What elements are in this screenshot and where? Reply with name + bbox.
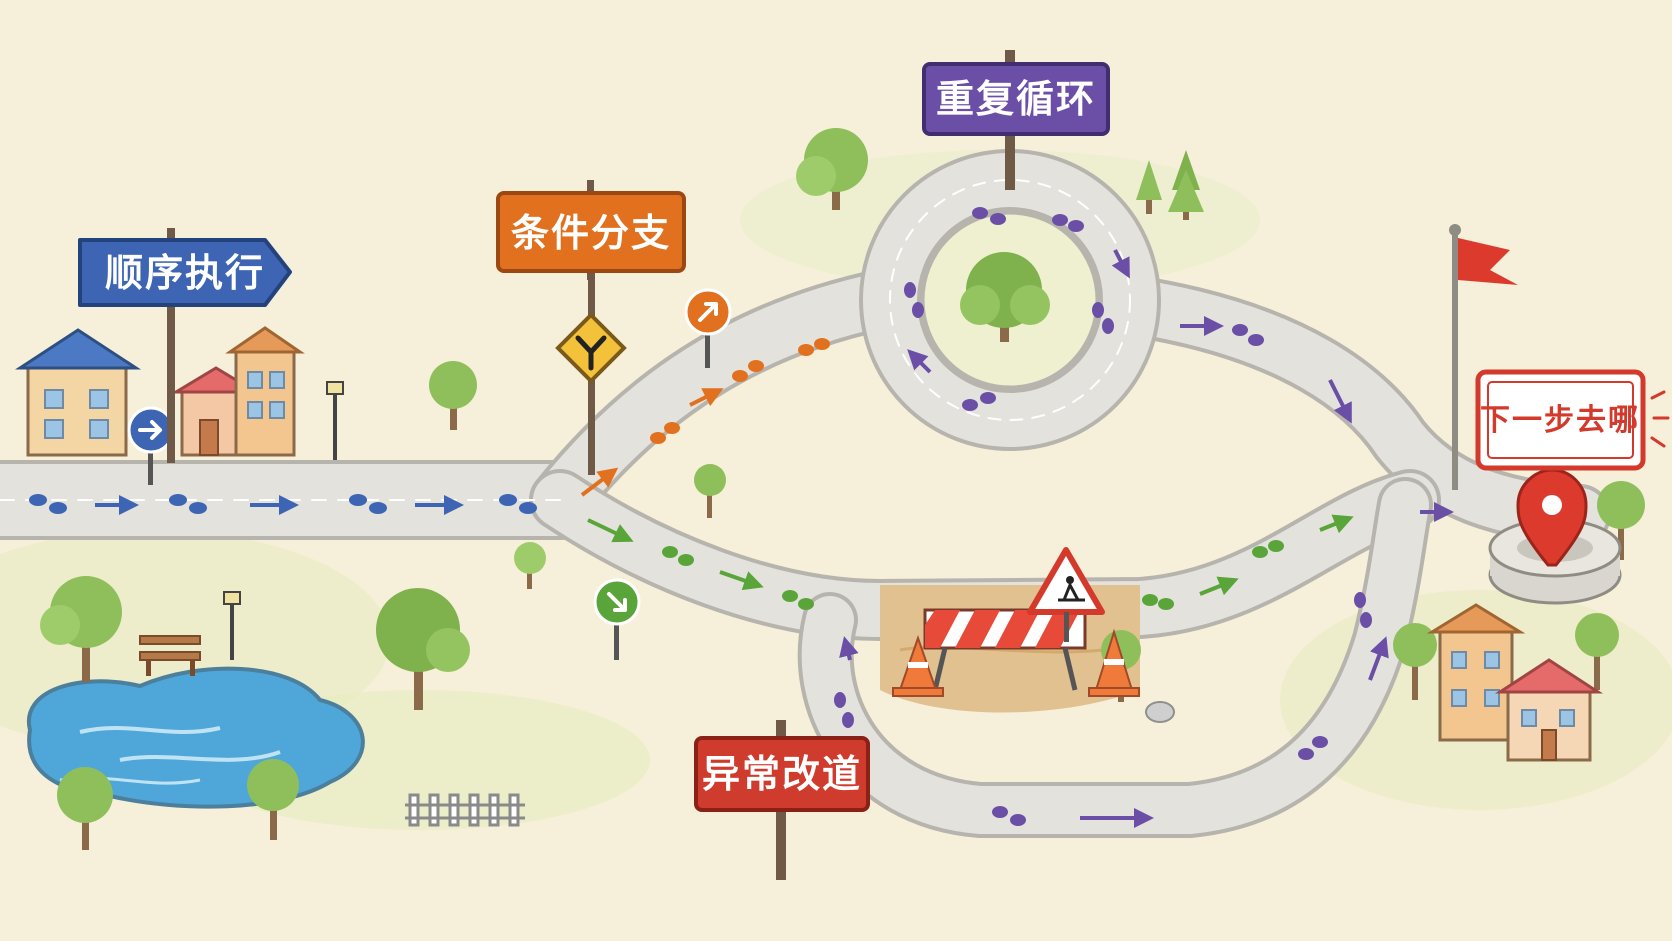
route-exception	[587, 514, 1354, 610]
houses-left	[14, 326, 305, 457]
sign-next-label: 下一步去哪	[1480, 403, 1640, 438]
park-props	[139, 381, 525, 827]
red-flag-icon	[1449, 224, 1518, 490]
sign-next: 下一步去哪	[1475, 369, 1670, 471]
traffic-cones	[892, 628, 1140, 697]
sign-branch-label: 条件分支	[511, 211, 671, 255]
route-sequential	[29, 494, 537, 515]
sign-branch: 条件分支	[496, 180, 686, 280]
trees	[40, 128, 1645, 850]
arrow-up-right-icon	[684, 288, 732, 368]
houses-right	[1426, 603, 1604, 762]
fork-icon	[555, 270, 627, 475]
sign-sequential: 顺序执行	[78, 228, 292, 463]
sign-exception-label: 异常改道	[702, 752, 862, 796]
route-branch	[580, 338, 830, 497]
sign-sequential-label: 顺序执行	[105, 251, 265, 295]
arrow-down-right-icon	[593, 578, 641, 660]
sign-loop-label: 重复循环	[936, 77, 1096, 121]
route-loop	[834, 207, 1454, 828]
sign-exception: 异常改道	[694, 720, 870, 880]
sign-loop: 重复循环	[922, 50, 1110, 190]
worker-warning-icon	[1027, 547, 1105, 642]
road-barrier	[923, 608, 1087, 691]
